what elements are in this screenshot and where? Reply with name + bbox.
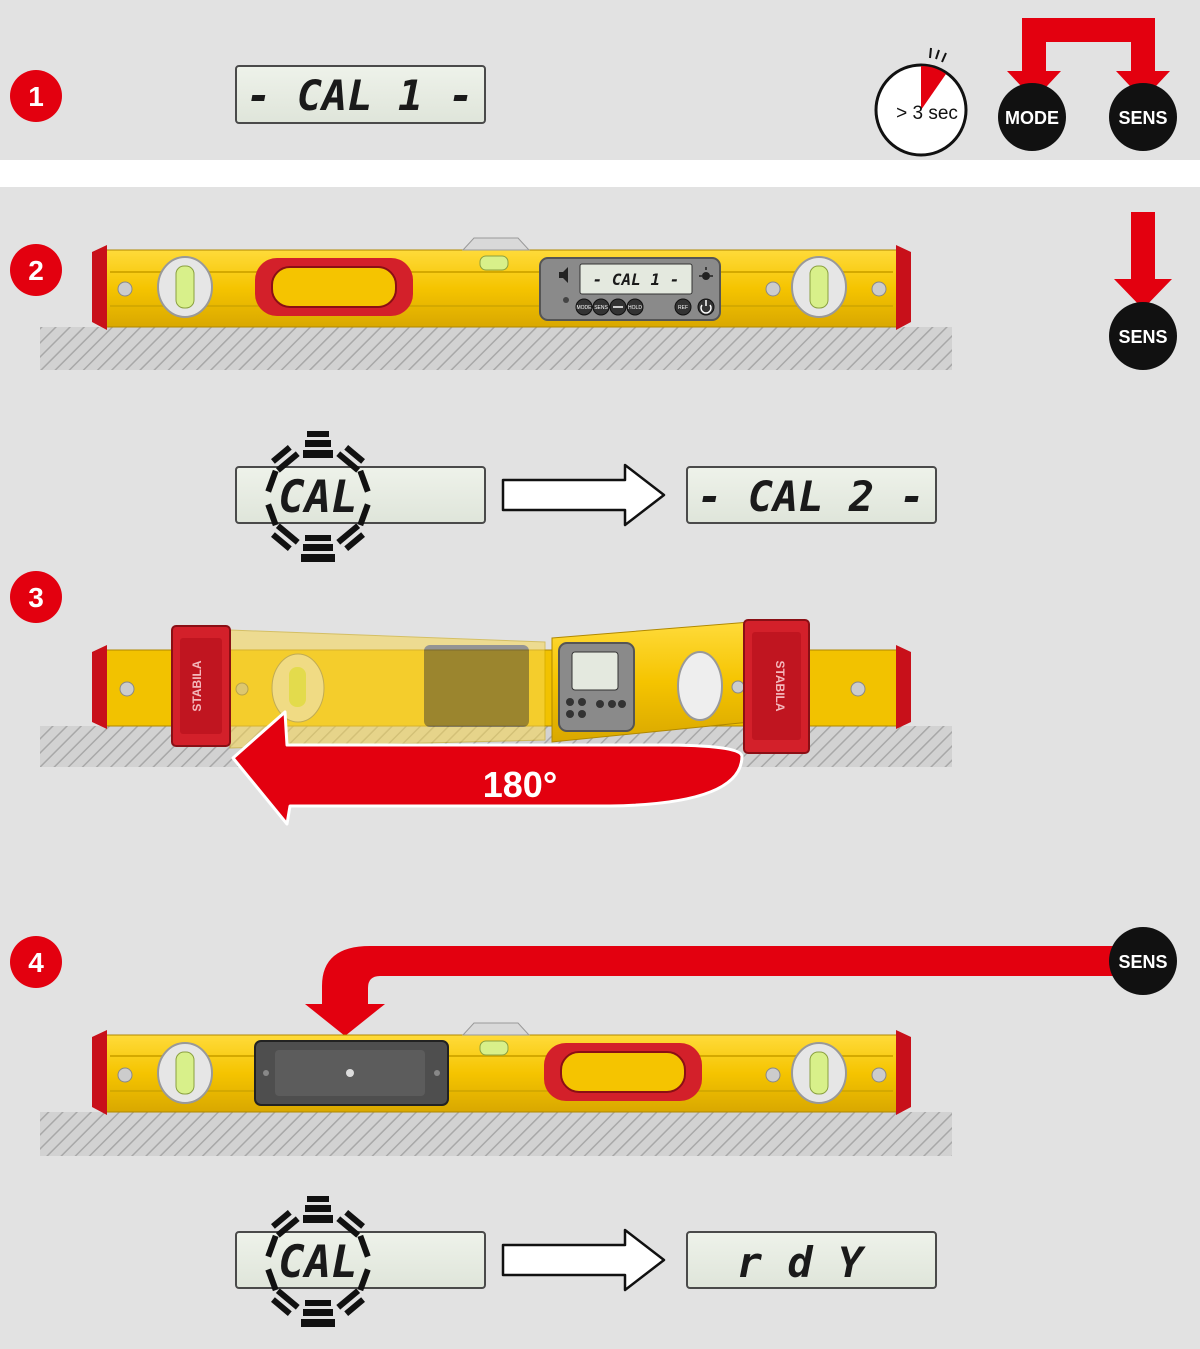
mode-button[interactable]: MODE [998,83,1066,151]
svg-text:MODE: MODE [577,305,593,311]
spirit-level-rotated-step3 [551,621,751,743]
svg-text:HOLD: HOLD [628,305,642,311]
blink-rays-b [265,1196,371,1327]
lcd-text-cal2: - CAL 2 - [697,472,925,521]
lcd-text-cal1: - CAL 1 - [246,71,474,120]
timer-label: > 3 sec [896,103,958,124]
lcd-display-rdy: r d Y [686,1231,937,1289]
red-arrow-down-sens [1114,212,1172,309]
red-arrow-sens-to-level [305,946,1142,1036]
sens-button-step2[interactable]: SENS [1109,302,1177,370]
level-key-sens[interactable]: SENS [592,298,610,316]
timer-icon: > 3 sec [874,47,968,157]
lcd-text-rdy: r d Y [737,1238,866,1287]
white-arrow-step2 [501,463,666,527]
sens-button-step1-label: SENS [1118,108,1167,128]
lcd-display-blinking-b: CAL [235,1196,486,1327]
step-badge-4: 4 [10,936,62,988]
blink-rays-a [265,431,371,562]
handle-grip-step4 [544,1043,702,1101]
level-key-mode[interactable]: MODE [575,298,593,316]
mode-button-label: MODE [1005,108,1059,128]
step-number-2: 2 [28,255,44,286]
step-3: 3 [10,571,952,826]
vial-right-step4 [791,1042,847,1104]
step-badge-1: 1 [10,70,62,122]
light-icon [699,267,713,280]
brand-text-right: STABILA [773,660,787,711]
lcd-display-cal1: - CAL 1 - [235,65,486,124]
rotation-label: 180° [483,764,557,805]
level-lcd-text: - CAL 1 - [593,270,680,289]
level-key-hold[interactable]: HOLD [626,298,644,316]
level-key-ref[interactable]: REF [674,298,692,316]
brand-text-left: STABILA [190,660,204,711]
end-cap-right: STABILA [743,619,810,754]
sens-button-step2-label: SENS [1118,327,1167,347]
lcd-text-blink-a: CAL [278,472,357,523]
digital-module-step2: - CAL 1 - MODE SENS [539,257,721,321]
svg-text:REF: REF [678,305,688,311]
white-arrow-step4 [501,1228,666,1292]
sens-button-step4-label: SENS [1118,952,1167,972]
step-1: 1 - CAL 1 - > 3 sec MODE SENS [10,18,1177,157]
end-cap-left: STABILA [171,625,231,747]
step-number-3: 3 [28,582,44,613]
step-badge-3: 3 [10,571,62,623]
step-number-4: 4 [28,947,44,978]
floor-step2 [40,327,952,370]
step-badge-2: 2 [10,244,62,296]
spirit-level-step4 [92,1022,911,1115]
step-2: 2 [10,212,1177,562]
red-arrow-mode-sens [1007,18,1170,100]
power-icon[interactable] [697,298,715,316]
level-key-unit[interactable] [609,298,627,316]
lcd-display-cal2: - CAL 2 - [686,466,937,524]
handle-grip-step2 [255,258,413,316]
svg-text:SENS: SENS [594,305,608,311]
floor-step4 [40,1112,952,1156]
vial-left-step4 [157,1042,213,1104]
sens-button-step4[interactable]: SENS [1109,927,1177,995]
spirit-level-step2: - CAL 1 - MODE SENS [92,237,911,330]
vial-right [791,256,847,318]
spirit-level-ghost-step3 [229,629,546,749]
speaker-icon [559,267,568,283]
step-4: 4 SENS [10,927,1177,1327]
battery-cover-step4 [254,1040,449,1106]
step-number-1: 1 [28,81,44,112]
vial-left [157,256,213,318]
section-separator [0,160,1200,187]
sens-button-step1[interactable]: SENS [1109,83,1177,151]
rotation-arrow-180: 180° [231,710,744,826]
lcd-text-blink-b: CAL [278,1237,357,1288]
lcd-display-blinking-a: CAL [235,431,486,562]
